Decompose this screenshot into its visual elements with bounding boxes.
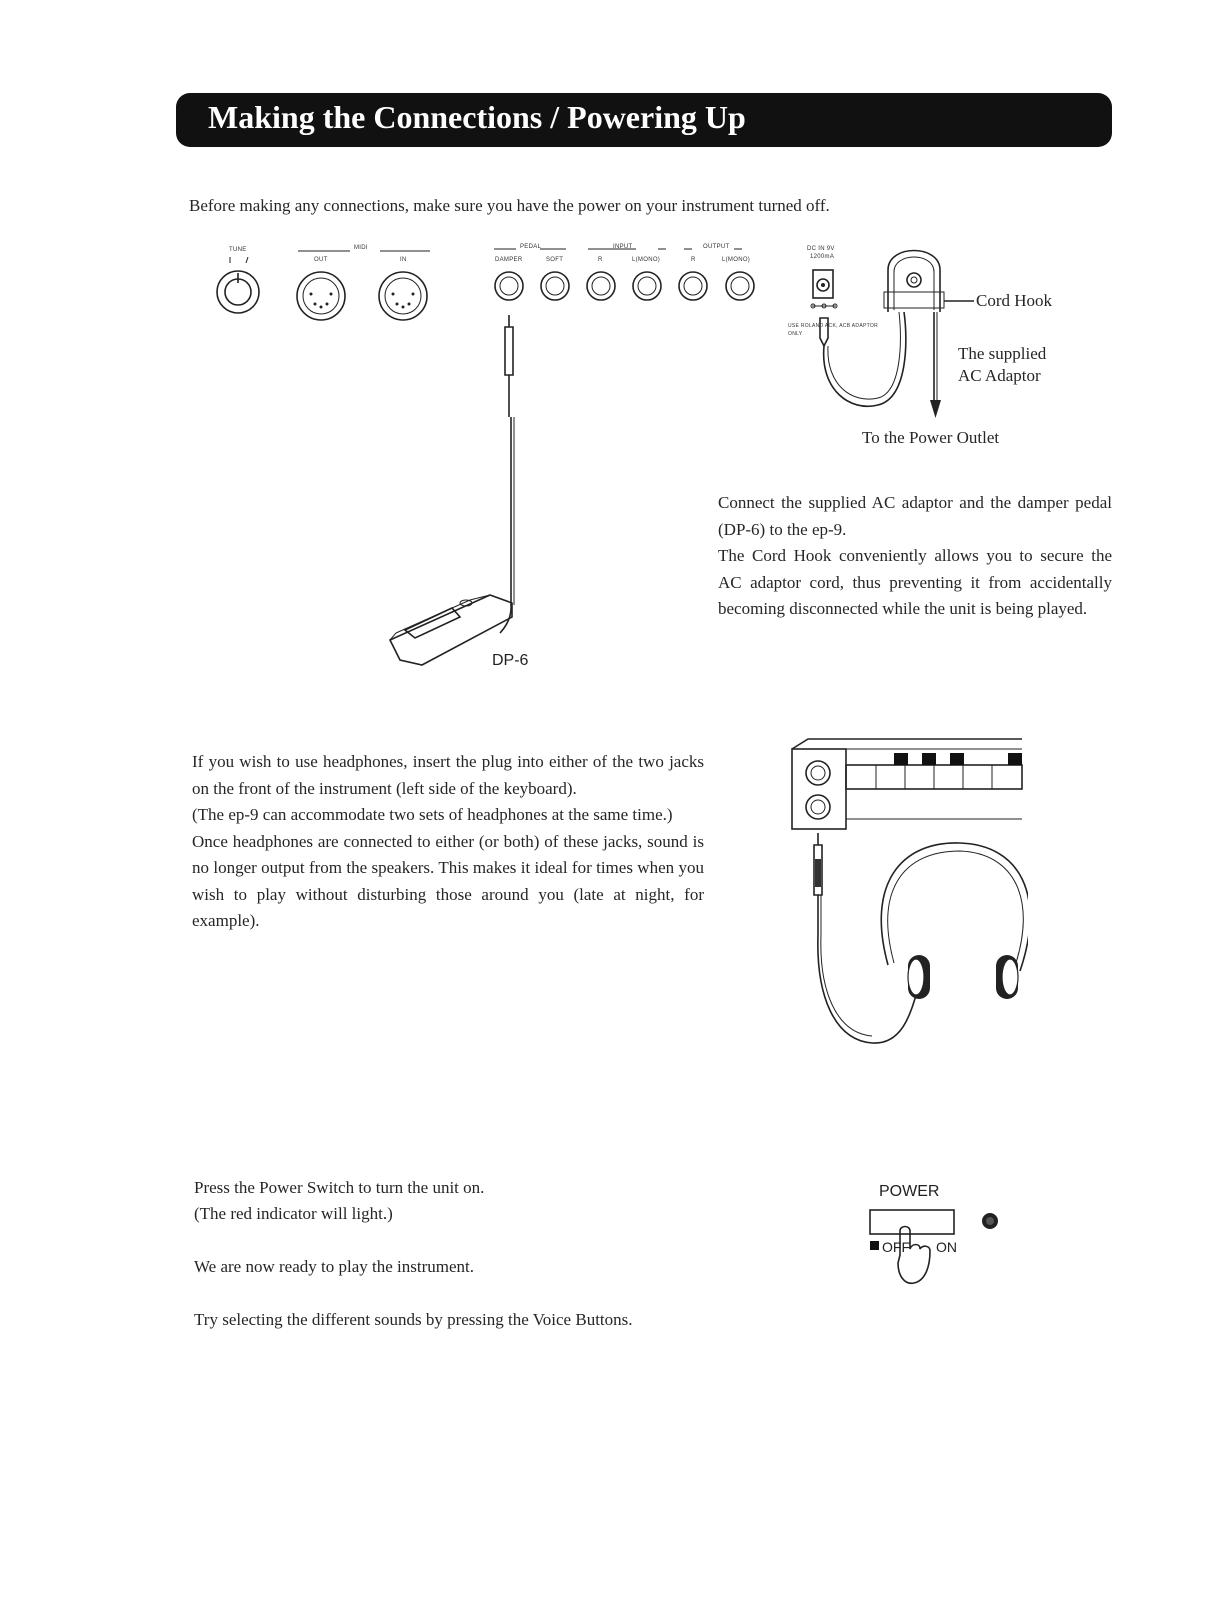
headphone-text-p2: (The ep-9 can accommodate two sets of he… — [192, 805, 673, 824]
damper-pedal-icon — [388, 594, 513, 666]
adaptor-note: USE ROLAND ACK, ACB ADAPTOR ONLY — [788, 323, 878, 337]
output-r-jack-icon — [678, 271, 708, 301]
power-switch-icon — [869, 1209, 955, 1235]
headphone-text-p3: Once headphones are connected to either … — [192, 831, 704, 931]
pedal-model-label: DP-6 — [492, 652, 529, 669]
soft-label: SOFT — [546, 257, 564, 263]
damper-label: DAMPER — [495, 257, 523, 263]
finger-pointer-icon — [897, 1225, 931, 1285]
dc-in-label: DC IN 9V — [807, 246, 835, 252]
power-outlet-callout: To the Power Outlet — [862, 428, 1000, 447]
midi-out-label: OUT — [314, 257, 328, 263]
input-l-label: L(MONO) — [632, 257, 661, 263]
input-r-jack-icon — [586, 271, 616, 301]
power-switch-diagram[interactable] — [860, 1205, 1010, 1295]
power-on-label: ON — [936, 1239, 957, 1255]
power-text: Press the Power Switch to turn the unit … — [194, 1175, 754, 1333]
dc-ma-label: 1200mA — [810, 254, 835, 260]
output-r-label: R — [691, 257, 696, 263]
midi-label: MIDI — [354, 245, 368, 251]
headphone-diagram — [791, 738, 1028, 1044]
ac-adaptor-diagram — [810, 249, 974, 418]
dc-in-jack-icon — [810, 269, 838, 309]
damper-pedal-cable — [499, 315, 515, 634]
input-label: INPUT — [613, 244, 633, 250]
connection-text-p2: The Cord Hook conveniently allows you to… — [718, 546, 1112, 618]
adaptor-callout-line1: The supplied — [958, 344, 1047, 363]
power-text-p4: Try selecting the different sounds by pr… — [194, 1310, 633, 1329]
connection-text-p1: Connect the supplied AC adaptor and the … — [718, 493, 1112, 539]
output-l-jack-icon — [725, 271, 755, 301]
rear-panel-diagram — [216, 248, 755, 666]
power-text-p2: (The red indicator will light.) — [194, 1204, 393, 1223]
power-switch-label: POWER — [879, 1183, 940, 1200]
output-label: OUTPUT — [703, 244, 730, 250]
midi-in-label: IN — [400, 257, 407, 263]
headphone-text-p1: If you wish to use headphones, insert th… — [192, 752, 704, 798]
soft-jack-icon — [540, 271, 570, 301]
power-text-p3: We are now ready to play the instrument. — [194, 1257, 474, 1276]
headphones-icon — [880, 842, 1028, 999]
pedal-label: PEDAL — [520, 244, 542, 250]
tune-knob-icon — [216, 256, 260, 314]
input-l-jack-icon — [632, 271, 662, 301]
connection-text: Connect the supplied AC adaptor and the … — [718, 490, 1112, 623]
power-text-p1: Press the Power Switch to turn the unit … — [194, 1178, 485, 1197]
adaptor-callout-line2: AC Adaptor — [958, 366, 1041, 385]
input-r-label: R — [598, 257, 603, 263]
midi-in-jack-icon — [378, 271, 428, 321]
intro-text: Before making any connections, make sure… — [189, 196, 830, 215]
cord-hook-icon — [883, 249, 945, 312]
midi-out-jack-icon — [296, 271, 346, 321]
keyboard-front-icon — [791, 738, 1023, 830]
title-bar — [176, 93, 1112, 147]
cord-hook-callout: Cord Hook — [976, 291, 1053, 310]
headphone-text: If you wish to use headphones, insert th… — [192, 749, 704, 935]
power-off-label: OFF — [882, 1239, 910, 1255]
damper-jack-icon — [494, 271, 524, 301]
tune-label: TUNE — [229, 247, 247, 253]
page-title: Making the Connections / Powering Up — [208, 99, 746, 135]
output-l-label: L(MONO) — [722, 257, 751, 263]
